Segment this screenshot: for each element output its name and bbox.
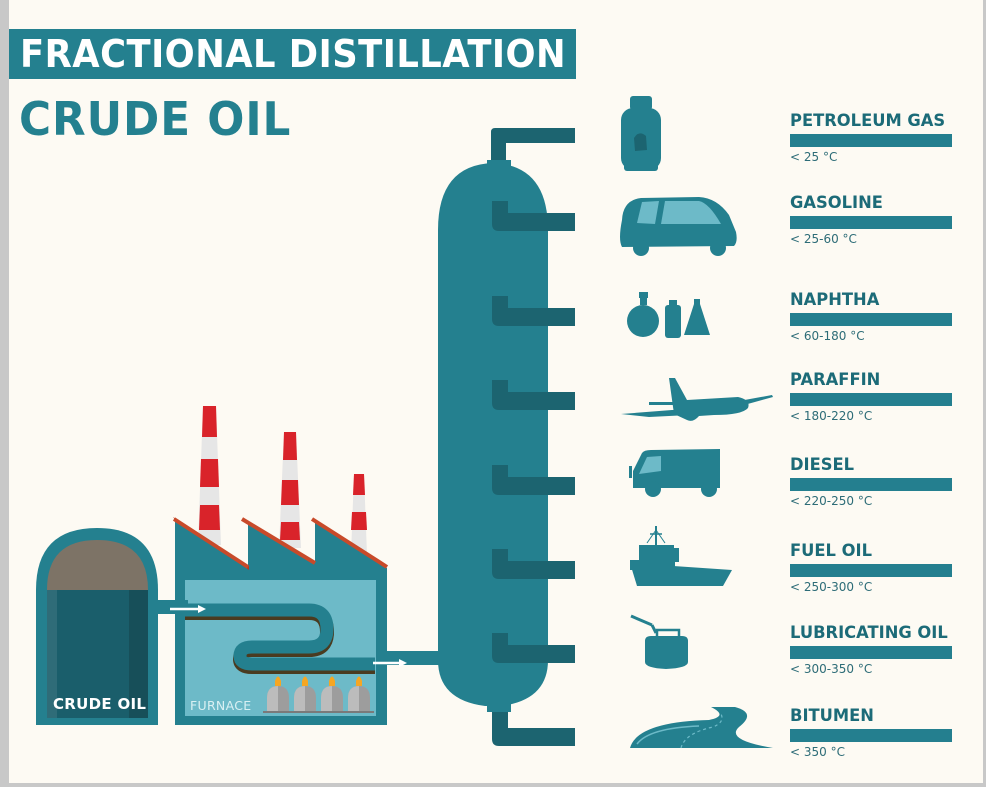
gas-cylinder-icon xyxy=(621,96,661,171)
fraction-bar xyxy=(790,478,952,491)
page-title: FRACTIONAL DISTILLATION xyxy=(20,32,567,76)
oil-can-icon xyxy=(630,614,688,669)
column-outlets xyxy=(492,201,575,746)
fraction-temperature: < 350 °C xyxy=(790,745,845,759)
fraction-temperature: < 60-180 °C xyxy=(790,329,865,343)
fraction-temperature: < 25-60 °C xyxy=(790,232,857,246)
fraction-name: PARAFFIN xyxy=(790,370,881,390)
fraction-temperature: < 220-250 °C xyxy=(790,494,873,508)
fraction-temperature: < 180-220 °C xyxy=(790,409,873,423)
flow-arrow xyxy=(170,605,206,613)
title-banner xyxy=(9,29,576,79)
fraction-bar xyxy=(790,313,952,326)
fraction-name: BITUMEN xyxy=(790,706,874,726)
fraction-fuel-oil: FUEL OIL < 250-300 °C xyxy=(790,541,955,595)
fraction-paraffin: PARAFFIN < 180-220 °C xyxy=(790,370,955,424)
road-icon xyxy=(630,707,773,749)
furnace-building xyxy=(172,406,389,725)
car-icon xyxy=(620,197,737,256)
chimney xyxy=(351,474,367,555)
column-body xyxy=(438,163,548,706)
column-top-pipe xyxy=(491,128,575,178)
tank-label: CRUDE OIL xyxy=(53,695,147,713)
fraction-temperature: < 300-350 °C xyxy=(790,662,873,676)
fraction-bar xyxy=(790,393,952,406)
flow-arrow xyxy=(373,659,407,667)
fraction-bar xyxy=(790,564,952,577)
fraction-bar xyxy=(790,729,952,742)
infographic-canvas: FRACTIONAL DISTILLATION CRUDE OIL xyxy=(9,0,983,783)
feed-pipe xyxy=(375,651,441,665)
chimney xyxy=(279,432,301,548)
chemical-flasks-icon xyxy=(627,292,710,338)
furnace-label: FURNACE xyxy=(190,698,252,713)
fraction-name: PETROLEUM GAS xyxy=(790,111,946,131)
distillation-column xyxy=(438,128,575,746)
ship-icon xyxy=(630,526,732,586)
airplane-icon xyxy=(621,378,773,421)
fraction-temperature: < 250-300 °C xyxy=(790,580,873,594)
chimney xyxy=(198,406,221,545)
fraction-name: FUEL OIL xyxy=(790,541,872,561)
fraction-name: LUBRICATING OIL xyxy=(790,623,948,643)
burner xyxy=(317,676,347,713)
tank-vapor xyxy=(47,540,148,590)
distillation-diagram xyxy=(36,96,773,749)
fraction-lubricating-oil: LUBRICATING OIL < 300-350 °C xyxy=(790,623,955,677)
fraction-name: NAPHTHA xyxy=(790,290,880,310)
fraction-name: DIESEL xyxy=(790,455,855,475)
heating-coil xyxy=(148,600,375,674)
truck-icon xyxy=(629,449,720,497)
burner xyxy=(344,676,374,713)
fraction-bar xyxy=(790,216,952,229)
page-subtitle: CRUDE OIL xyxy=(19,92,292,146)
crude-oil-tank xyxy=(36,528,158,725)
fraction-gasoline: GASOLINE < 25-60 °C xyxy=(790,193,955,247)
fraction-diesel: DIESEL < 220-250 °C xyxy=(790,455,955,509)
fraction-bar xyxy=(790,646,952,659)
fraction-naphtha: NAPHTHA < 60-180 °C xyxy=(790,290,955,344)
fraction-bar xyxy=(790,134,952,147)
fraction-bitumen: BITUMEN < 350 °C xyxy=(790,706,955,760)
fraction-temperature: < 25 °C xyxy=(790,150,838,164)
fraction-name: GASOLINE xyxy=(790,193,883,213)
burner xyxy=(263,676,293,713)
fraction-petroleum-gas: PETROLEUM GAS < 25 °C xyxy=(790,111,955,165)
burners xyxy=(263,676,374,713)
burner xyxy=(290,676,320,713)
